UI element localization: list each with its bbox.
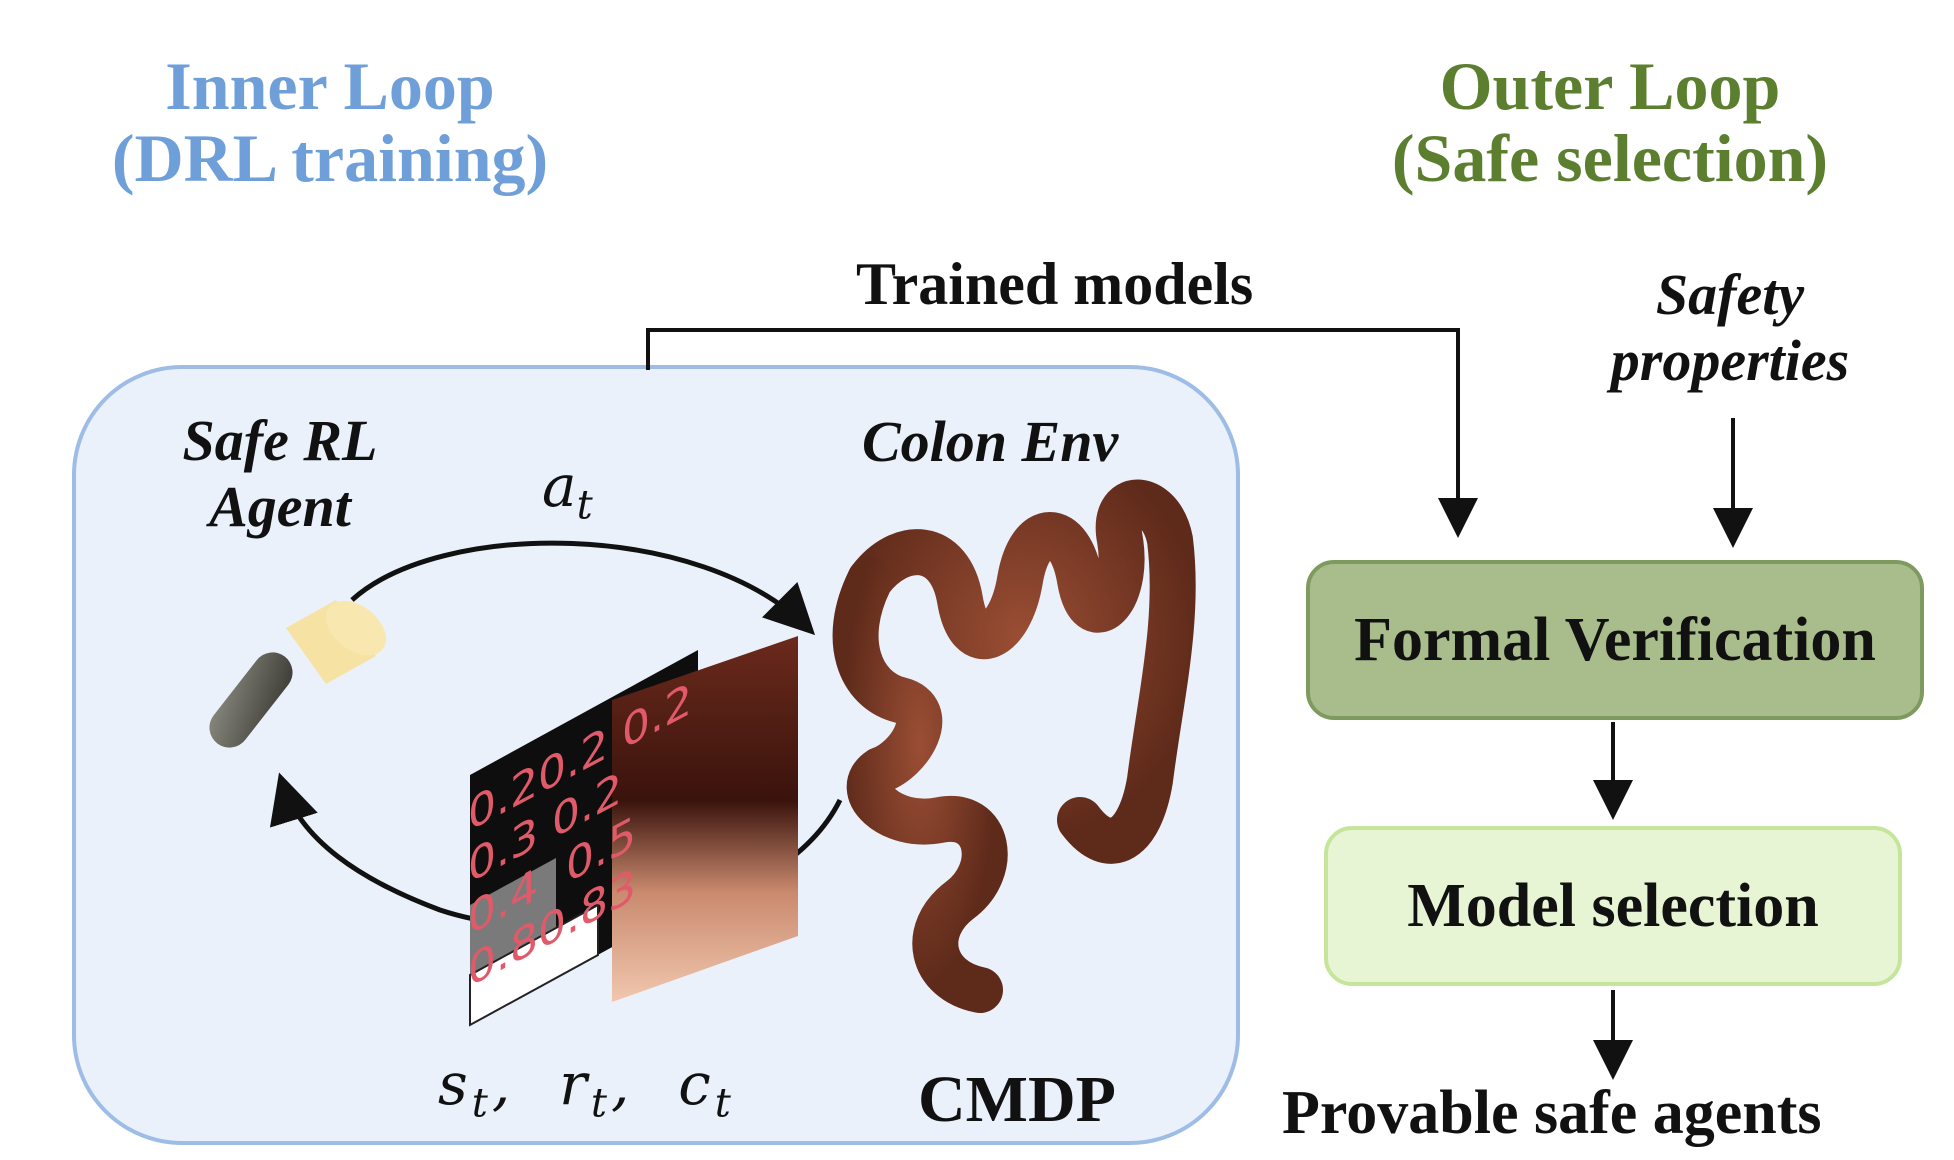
separator: , — [610, 1050, 634, 1118]
cost-symbol: c — [678, 1050, 715, 1118]
action-subscript: t — [576, 482, 593, 529]
safety-properties-label: Safety properties — [1560, 262, 1900, 394]
separator: , — [491, 1050, 515, 1118]
feedback-label: st, rt, ct — [438, 1050, 735, 1127]
model-selection-box: Model selection — [1324, 826, 1902, 986]
output-label: Provable safe agents — [1282, 1079, 1822, 1147]
formal-verification-box: Formal Verification — [1306, 560, 1924, 720]
trained-models-connector — [646, 328, 1478, 538]
outer-loop-title-line2: (Safe selection) — [1391, 120, 1829, 196]
agent-line1: Safe RL — [182, 408, 378, 473]
action-symbol: a — [542, 452, 577, 520]
observation-image — [612, 636, 798, 1002]
reward-symbol: r — [559, 1050, 591, 1118]
endoscope-icon — [209, 600, 387, 748]
formal-verification-label: Formal Verification — [1354, 605, 1876, 674]
agent-line2: Agent — [209, 474, 351, 539]
reward-subscript: t — [590, 1080, 611, 1127]
state-symbol: s — [438, 1050, 472, 1118]
state-subscript: t — [471, 1080, 492, 1127]
outer-loop-title-line1: Outer Loop — [1439, 48, 1781, 124]
colon-icon — [832, 479, 1196, 1013]
env-label: Colon Env — [862, 409, 1119, 474]
cmdp-label: CMDP — [918, 1063, 1116, 1136]
cost-subscript: t — [714, 1080, 735, 1127]
safety-line1: Safety — [1655, 262, 1805, 327]
trained-models-label: Trained models — [856, 251, 1254, 317]
inner-loop-title-line2: (DRL training) — [111, 120, 549, 196]
inner-loop-title-line1: Inner Loop — [165, 48, 495, 124]
action-label: at — [542, 452, 593, 529]
agent-label: Safe RL Agent — [150, 408, 410, 540]
model-selection-label: Model selection — [1407, 871, 1819, 940]
inner-loop-title: Inner Loop (DRL training) — [30, 50, 630, 194]
safety-line2: properties — [1610, 328, 1850, 393]
action-arc — [350, 540, 816, 636]
outer-loop-title: Outer Loop (Safe selection) — [1300, 50, 1920, 194]
